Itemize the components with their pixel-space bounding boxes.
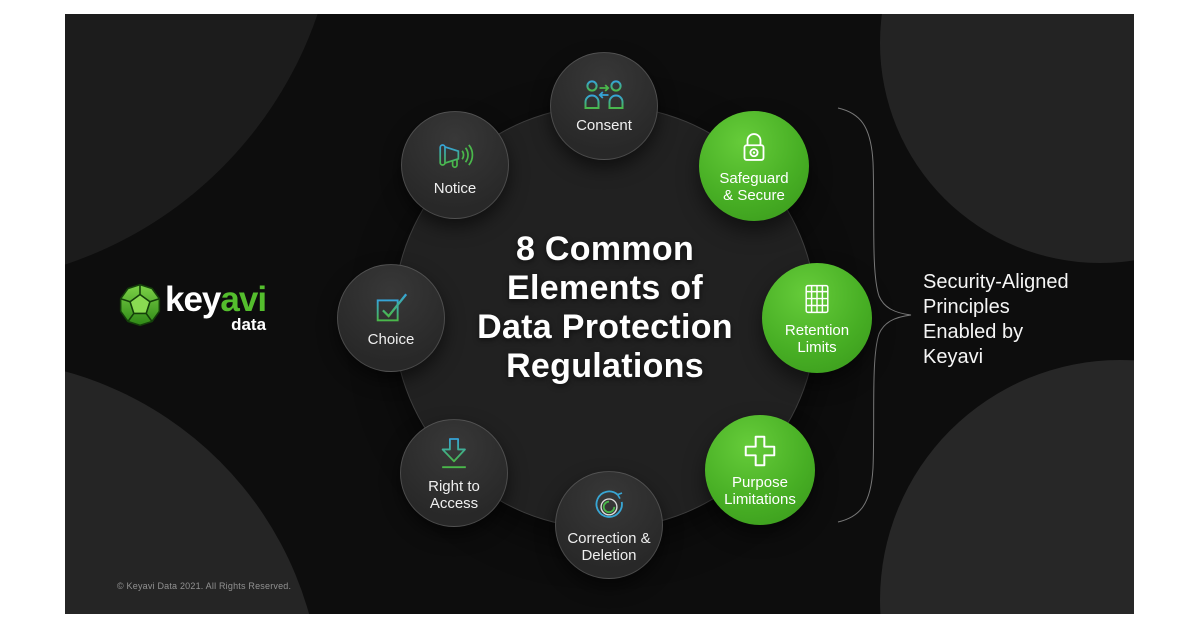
background-corner-shape-bottom-right — [880, 360, 1134, 614]
node-consent: Consent — [550, 52, 658, 160]
node-label: Choice — [367, 330, 415, 348]
background-corner-shape-bottom-left — [65, 359, 322, 614]
node-label: Retention Limits — [784, 322, 850, 356]
callout-line: Principles — [923, 296, 1010, 318]
node-retention-limits: Retention Limits — [762, 263, 872, 373]
keyavi-logo: keyavi data — [119, 280, 267, 334]
callout-line: Enabled by — [923, 321, 1024, 343]
logo-brand-text: keyavi — [165, 280, 267, 319]
logo-key: key — [165, 280, 221, 319]
node-label: Notice — [433, 179, 477, 197]
keyavi-logo-icon — [119, 283, 161, 327]
callout-text: Security-Aligned Principles Enabled by K… — [923, 270, 1069, 370]
megaphone-icon — [439, 143, 474, 168]
copyright-text: © Keyavi Data 2021. All Rights Reserved. — [117, 581, 292, 591]
logo-text: keyavi data — [165, 280, 267, 334]
node-label: Correction & Deletion — [567, 530, 651, 564]
infographic-canvas: 8 Common Elements of Data Protection Reg… — [65, 14, 1134, 614]
checkbox-check-icon — [376, 293, 408, 321]
node-label: Safeguard & Secure — [719, 170, 789, 204]
padlock-icon — [743, 133, 765, 161]
node-choice: Choice — [337, 264, 445, 372]
title-line: Elements of — [506, 269, 703, 307]
node-label: Right to Access — [428, 478, 480, 512]
table-grid-icon — [805, 284, 829, 314]
title-line: 8 Common — [515, 230, 695, 268]
node-right-to-access: Right to Access — [400, 419, 508, 527]
node-purpose-limitations: Purpose Limitations — [705, 415, 815, 525]
title-line: Data Protection — [477, 308, 733, 346]
background-corner-shape-top-right — [880, 14, 1134, 263]
logo-sub-text: data — [231, 315, 267, 334]
callout-line: Keyavi — [923, 346, 984, 368]
background-corner-shape-top-left — [65, 14, 339, 285]
node-correction-deletion: Correction & Deletion — [555, 471, 663, 579]
logo-avi: avi — [220, 280, 267, 319]
main-title: 8 Common Elements of Data Protection Reg… — [405, 230, 805, 386]
node-label: Consent — [576, 116, 632, 134]
node-label: Purpose Limitations — [724, 474, 796, 508]
title-line: Regulations — [506, 347, 704, 385]
node-safeguard-secure: Safeguard & Secure — [699, 111, 809, 221]
download-arrow-icon — [441, 438, 466, 469]
consent-people-icon — [584, 79, 624, 109]
node-notice: Notice — [401, 111, 509, 219]
callout-line: Security-Aligned — [923, 271, 1069, 293]
circular-arrows-icon — [595, 490, 623, 518]
plus-cross-icon — [744, 435, 776, 467]
